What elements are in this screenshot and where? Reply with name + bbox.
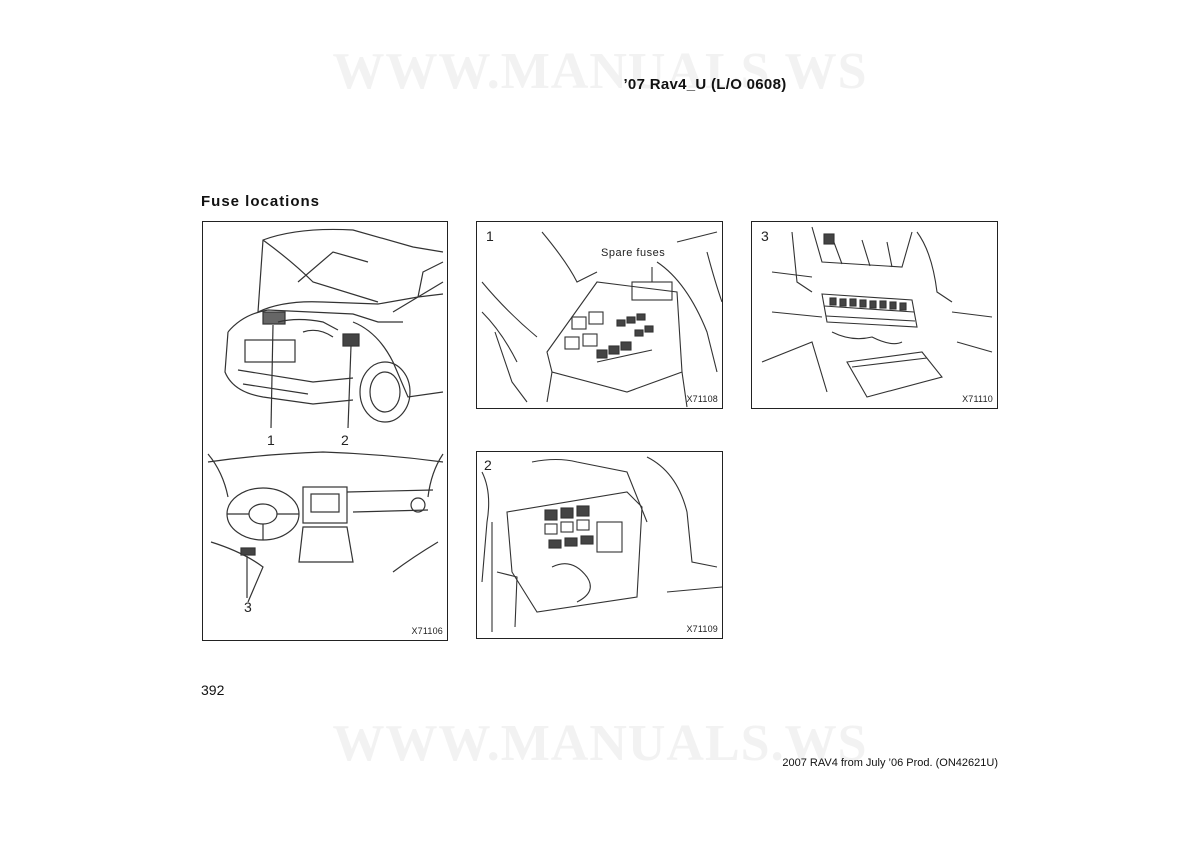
figure-number: 3 xyxy=(761,228,769,244)
fuse-box-figure-1: 1 Spare fuses X71108 xyxy=(476,221,723,409)
page-number: 392 xyxy=(201,682,225,698)
fuse-box-figure-3: 3 X71110 xyxy=(751,221,998,409)
vehicle-overview-figure: 1 2 3 X71106 xyxy=(202,221,448,641)
callout-2: 2 xyxy=(341,432,349,448)
watermark-bottom: WWW.MANUALS.WS xyxy=(332,715,868,772)
figure-code: X71109 xyxy=(686,624,718,634)
callout-1: 1 xyxy=(267,432,275,448)
figure-number: 2 xyxy=(484,457,492,473)
footer-edition-text: 2007 RAV4 from July ’06 Prod. (ON42621U) xyxy=(782,757,998,769)
instrument-panel-fuse-box-illustration xyxy=(761,226,993,398)
figure-number: 1 xyxy=(486,228,494,244)
fuse-box-figure-2: 2 X71109 xyxy=(476,451,723,639)
vehicle-overview-illustration xyxy=(207,228,444,603)
figure-code: X71110 xyxy=(962,394,993,404)
figure-code: X71108 xyxy=(686,394,718,404)
engine-fuse-box-illustration xyxy=(481,231,722,408)
spare-fuses-label: Spare fuses xyxy=(601,247,666,259)
figure-code: X71106 xyxy=(411,626,443,636)
engine-fuse-box-2-illustration xyxy=(481,456,722,632)
page-header-title: ’07 Rav4_U (L/O 0608) xyxy=(623,76,787,93)
callout-3: 3 xyxy=(244,599,252,615)
section-title: Fuse locations xyxy=(201,193,321,210)
watermark-top: WWW.MANUALS.WS xyxy=(332,43,868,100)
